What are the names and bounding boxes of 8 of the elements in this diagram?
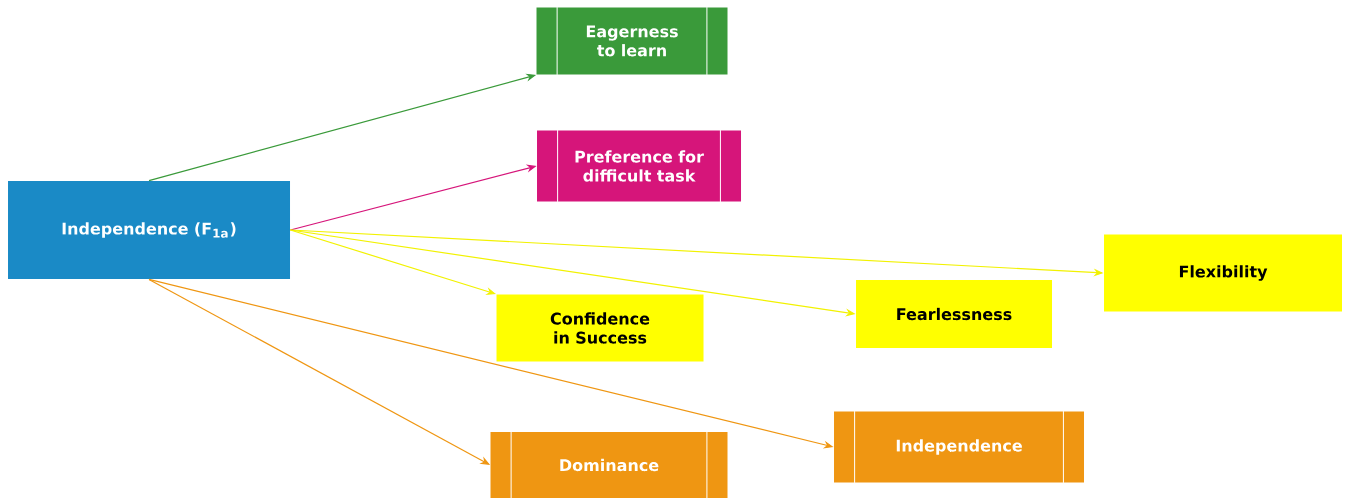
box: Flexibility	[1104, 234, 1342, 312]
box: Confidence in Success	[496, 294, 704, 362]
process-box: Eagerness to learn	[536, 6, 728, 76]
box: Fearlessness	[856, 280, 1052, 348]
box: Independence (F$_{1a}$)	[8, 181, 290, 279]
process-box: Independence	[834, 410, 1084, 484]
process-box: Dominance	[490, 431, 728, 499]
process-box: Preference for difficult task	[537, 129, 741, 203]
